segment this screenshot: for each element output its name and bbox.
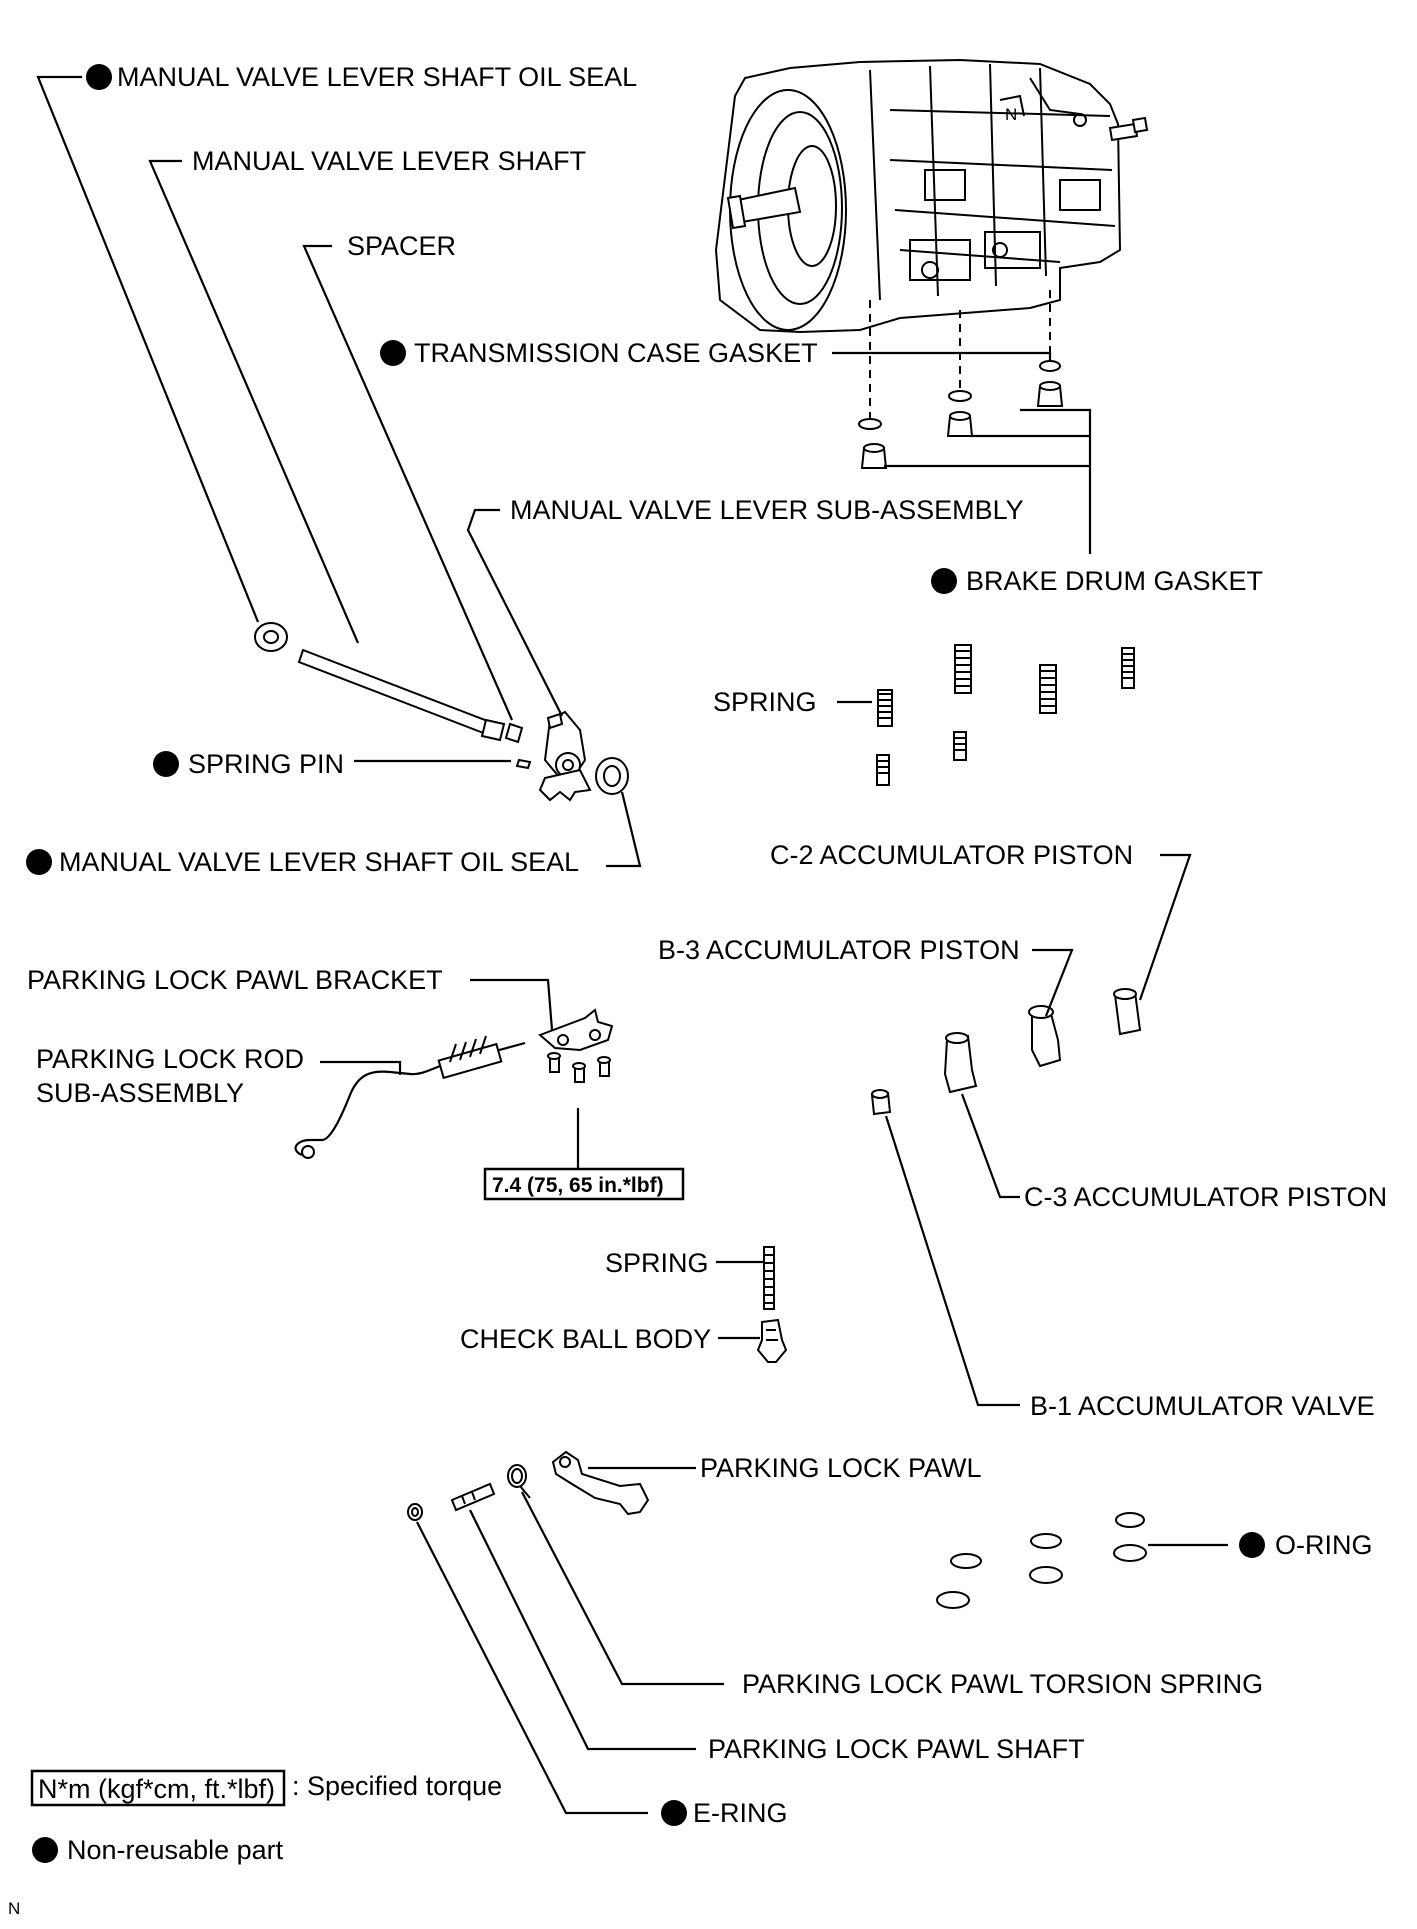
- torsion-spring-part: [507, 1464, 531, 1499]
- torque-spec-box: [483, 1167, 685, 1201]
- b1-valve-part: [870, 1089, 892, 1116]
- legend: N*m (kgf*cm, ft.*lbf) : Specified torque…: [30, 1769, 502, 1865]
- case-gasket-ring: [858, 418, 882, 430]
- nonreusable-marker: [661, 1800, 687, 1826]
- label-b3-piston: B-3 ACCUMULATOR PISTON: [658, 935, 1020, 965]
- label-case-gasket: TRANSMISSION CASE GASKET: [414, 338, 818, 368]
- o-ring-parts: [936, 1512, 1147, 1609]
- label-oil-seal-bottom: MANUAL VALVE LEVER SHAFT OIL SEAL: [59, 847, 579, 877]
- lever-shaft-part: [297, 648, 492, 736]
- c3-piston-part: [943, 1032, 978, 1094]
- label-pawl-bracket: PARKING LOCK PAWL BRACKET: [27, 965, 443, 995]
- label-torque-value: 7.4 (75, 65 in.*lbf): [492, 1174, 664, 1197]
- nonreusable-marker: [26, 849, 52, 875]
- brake-drum-gasket-parts: [860, 381, 1064, 469]
- transmission-case-illustration: N: [714, 58, 1149, 334]
- case-gasket-ring: [948, 390, 972, 402]
- legend-nonreusable-desc: Non-reusable part: [67, 1835, 284, 1865]
- oil-seal-part-top: [254, 622, 288, 652]
- label-spring-lower: SPRING: [605, 1248, 709, 1278]
- label-lock-rod-line2: SUB-ASSEMBLY: [36, 1078, 244, 1108]
- legend-torque-desc: : Specified torque: [292, 1771, 502, 1801]
- label-c3-piston: C-3 ACCUMULATOR PISTON: [1024, 1182, 1387, 1212]
- nonreusable-marker: [380, 340, 406, 366]
- case-gasket-ring: [1039, 360, 1061, 372]
- label-pawl-shaft: PARKING LOCK PAWL SHAFT: [708, 1734, 1085, 1764]
- label-spring-upper: SPRING: [713, 687, 817, 717]
- label-e-ring: E-RING: [693, 1798, 788, 1828]
- label-torsion-spring: PARKING LOCK PAWL TORSION SPRING: [742, 1669, 1263, 1699]
- label-c2-piston: C-2 ACCUMULATOR PISTON: [770, 840, 1133, 870]
- nonreusable-marker: [1239, 1532, 1265, 1558]
- spring-pin-part: [515, 758, 532, 770]
- label-lock-rod-line1: PARKING LOCK ROD: [36, 1044, 304, 1074]
- nonreusable-marker: [86, 64, 112, 90]
- corner-mark: N: [8, 1899, 20, 1918]
- label-spring-pin: SPRING PIN: [188, 749, 344, 779]
- pawl-shaft-part: [450, 1482, 496, 1512]
- parking-lock-pawl-part: [551, 1450, 650, 1516]
- check-ball-body-part: [756, 1318, 788, 1363]
- pawl-bracket-part: [538, 1008, 614, 1052]
- spacer-part: [504, 722, 524, 744]
- e-ring-part: [407, 1503, 423, 1521]
- label-b1-valve: B-1 ACCUMULATOR VALVE: [1030, 1391, 1375, 1421]
- bracket-bolts: [547, 1052, 611, 1083]
- label-parking-lock-pawl: PARKING LOCK PAWL: [700, 1453, 982, 1483]
- nonreusable-marker: [931, 568, 957, 594]
- legend-nonreusable-icon: [32, 1837, 58, 1863]
- label-check-ball-body: CHECK BALL BODY: [460, 1324, 711, 1354]
- label-brake-drum-gasket: BRAKE DRUM GASKET: [966, 566, 1263, 596]
- b3-piston-part: [1028, 1005, 1062, 1068]
- spring-group-upper: [876, 644, 1135, 786]
- leader-lines: [36, 75, 1228, 1815]
- svg-text:N: N: [1005, 105, 1017, 124]
- label-lever-sub-assembly: MANUAL VALVE LEVER SUB-ASSEMBLY: [510, 495, 1024, 525]
- lever-sub-assembly-part: [538, 710, 592, 802]
- spring-part-lower: [763, 1246, 775, 1310]
- label-lever-shaft: MANUAL VALVE LEVER SHAFT: [192, 146, 586, 176]
- c2-piston-part: [1113, 988, 1142, 1036]
- label-o-ring: O-RING: [1275, 1530, 1373, 1560]
- legend-torque-units: N*m (kgf*cm, ft.*lbf): [38, 1774, 275, 1804]
- label-oil-seal-top: MANUAL VALVE LEVER SHAFT OIL SEAL: [117, 62, 637, 92]
- parking-lock-rod-part: [294, 1035, 526, 1159]
- oil-seal-part-bottom: [595, 757, 629, 795]
- nonreusable-marker: [153, 751, 179, 777]
- label-spacer: SPACER: [347, 231, 456, 261]
- legend-torque-box: [30, 1769, 286, 1807]
